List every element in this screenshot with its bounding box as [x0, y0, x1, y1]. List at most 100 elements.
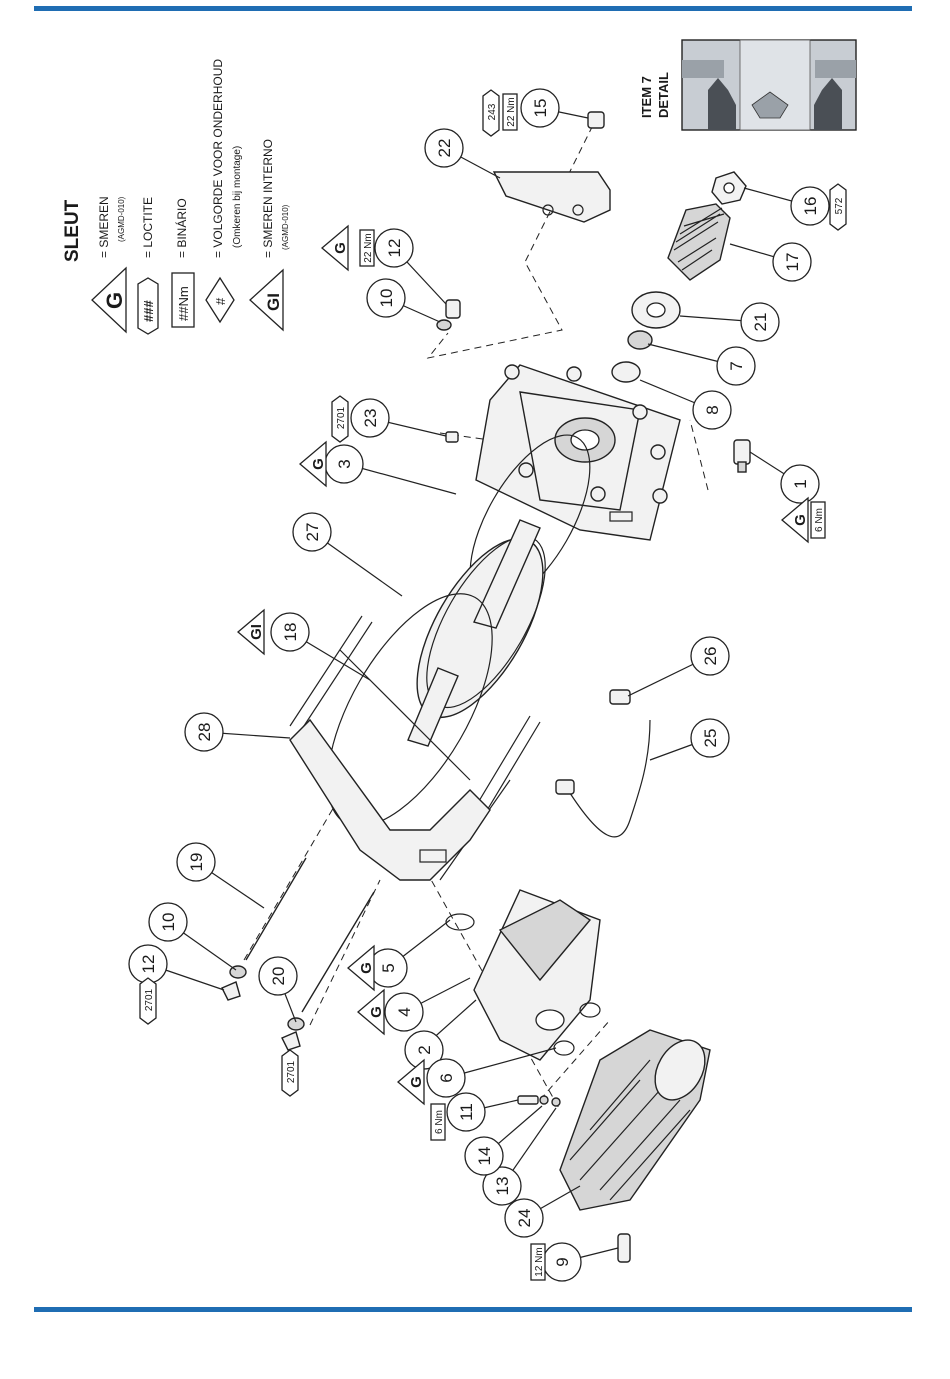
callout-c24: 24	[505, 1199, 543, 1237]
svg-text:25: 25	[701, 729, 720, 748]
tag-t2701_c-11: 2701	[282, 1050, 298, 1096]
svg-text:12: 12	[139, 955, 158, 974]
svg-text:6 Nm: 6 Nm	[814, 508, 825, 532]
svg-text:2: 2	[415, 1045, 434, 1054]
washer-10-top	[437, 300, 460, 330]
svg-text:28: 28	[195, 723, 214, 742]
callout-c27: 27	[293, 513, 331, 551]
tag-g-5: G	[322, 226, 349, 270]
legend-loctite-symbol: ###	[138, 278, 158, 334]
svg-text:6: 6	[437, 1073, 456, 1082]
svg-text:19: 19	[187, 853, 206, 872]
callout-c17: 17	[773, 243, 811, 281]
legend-order: = VOLGORDE VOOR ONDERHOUD	[211, 59, 225, 258]
svg-text:10: 10	[377, 289, 396, 308]
svg-text:11: 11	[457, 1103, 476, 1121]
legend: SLEUT G = SMEREN (AGMD-010) ### = LOCTIT…	[62, 59, 290, 334]
svg-text:5: 5	[379, 963, 398, 972]
svg-text:###: ###	[141, 300, 156, 322]
callout-c11: 11	[447, 1093, 485, 1131]
svg-text:7: 7	[727, 361, 746, 370]
svg-text:GI: GI	[264, 293, 283, 311]
svg-text:G: G	[332, 242, 349, 254]
svg-text:G: G	[792, 514, 809, 526]
svg-text:#: #	[213, 297, 228, 305]
legend-grease-ref: (AGMD-010)	[117, 196, 126, 242]
svg-text:26: 26	[701, 647, 720, 666]
legend-grease-symbol: G	[92, 268, 127, 332]
callout-c7: 7	[717, 347, 755, 385]
callout-c25: 25	[691, 719, 729, 757]
callout-c18: 18	[271, 613, 309, 651]
gasket-5	[446, 914, 474, 930]
valve-block-2	[474, 890, 600, 1060]
svg-text:##Nm: ##Nm	[176, 286, 191, 321]
tag-t6nm_a-8: 6 Nm	[811, 502, 825, 538]
svg-text:23: 23	[361, 409, 380, 428]
callout-c3: 3	[325, 445, 363, 483]
tag-t22nm_a-1: 22 Nm	[503, 94, 517, 130]
callout-c10b: 10	[149, 903, 187, 941]
svg-text:21: 21	[751, 313, 770, 332]
tag-t6nm_b-15: 6 Nm	[431, 1104, 445, 1140]
hose-25	[556, 690, 650, 837]
nut-20	[282, 1018, 304, 1050]
svg-text:6 Nm: 6 Nm	[434, 1110, 445, 1134]
legend-grease: = SMEREN	[97, 196, 111, 258]
detail-label-1: ITEM 7	[639, 76, 654, 118]
tag-gi-6: GI	[238, 610, 265, 654]
bushing-stack	[612, 292, 680, 382]
callout-c22: 22	[425, 129, 463, 167]
svg-text:2701: 2701	[336, 406, 347, 429]
legend-title: SLEUT	[62, 199, 83, 262]
nut-16	[712, 172, 746, 204]
tag-t243-0: 243	[483, 90, 499, 136]
item7-detail: ITEM 7 DETAIL	[639, 40, 856, 130]
svg-text:8: 8	[703, 405, 722, 414]
svg-text:12 Nm: 12 Nm	[534, 1247, 545, 1276]
cover-housing-3	[476, 365, 680, 540]
legend-torque: = BINÁRIO	[174, 198, 189, 258]
nut-12-lower	[222, 966, 246, 1000]
callout-c10a: 10	[367, 279, 405, 317]
bracket-22	[494, 172, 610, 222]
tag-t2701_a-2: 2701	[332, 396, 348, 442]
tag-t572-9: 572	[830, 184, 846, 230]
callout-c4: 4	[385, 993, 423, 1031]
fitting-1	[734, 440, 750, 472]
callout-c21: 21	[741, 303, 779, 341]
legend-torque-symbol: ##Nm	[172, 273, 194, 327]
svg-text:G: G	[102, 292, 127, 309]
bolt-15	[588, 112, 604, 128]
piston-27	[392, 519, 569, 746]
svg-text:572: 572	[834, 197, 845, 214]
svg-text:G: G	[368, 1006, 385, 1018]
svg-text:18: 18	[281, 623, 300, 642]
svg-text:15: 15	[531, 99, 550, 118]
small-fasteners	[518, 1096, 560, 1106]
svg-text:27: 27	[303, 523, 322, 542]
svg-text:GI: GI	[248, 624, 265, 640]
o-ring-6	[554, 1041, 574, 1055]
svg-text:20: 20	[269, 967, 288, 986]
callout-c20: 20	[259, 957, 297, 995]
callout-c15: 15	[521, 89, 559, 127]
bolt-9	[618, 1234, 630, 1262]
svg-text:243: 243	[487, 103, 498, 120]
svg-text:2701: 2701	[144, 988, 155, 1011]
callout-c12a: 12	[375, 229, 413, 267]
svg-text:22 Nm: 22 Nm	[363, 233, 374, 262]
detail-label-2: DETAIL	[656, 72, 671, 118]
svg-text:G: G	[408, 1076, 425, 1088]
callout-c23: 23	[351, 399, 389, 437]
tag-t12nm-16: 12 Nm	[531, 1244, 545, 1280]
callout-c26: 26	[691, 637, 729, 675]
callout-c28: 28	[185, 713, 223, 751]
legend-order-symbol: #	[206, 278, 234, 322]
bellows-17	[668, 204, 730, 280]
svg-text:22 Nm: 22 Nm	[506, 97, 517, 126]
tie-rod-19	[246, 858, 306, 960]
tie-rod-20	[302, 892, 374, 1012]
boot-24	[560, 1030, 715, 1210]
